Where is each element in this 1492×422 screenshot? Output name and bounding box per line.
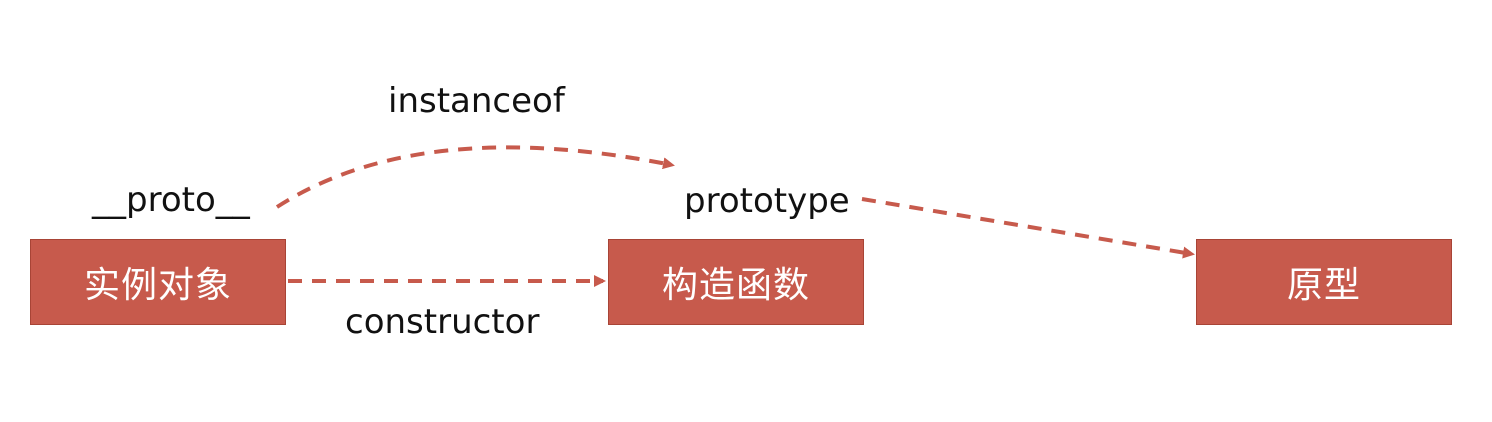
label-prototype: prototype (684, 181, 850, 221)
node-constructor-function: 构造函数 (608, 239, 864, 325)
label-constructor: constructor (345, 302, 540, 342)
label-instanceof: instanceof (388, 81, 565, 121)
edge-instanceof (275, 145, 675, 209)
label-proto: __proto__ (92, 180, 250, 220)
edge-prototype (861, 197, 1195, 259)
node-instance: 实例对象 (30, 239, 286, 325)
node-prototype: 原型 (1196, 239, 1452, 325)
